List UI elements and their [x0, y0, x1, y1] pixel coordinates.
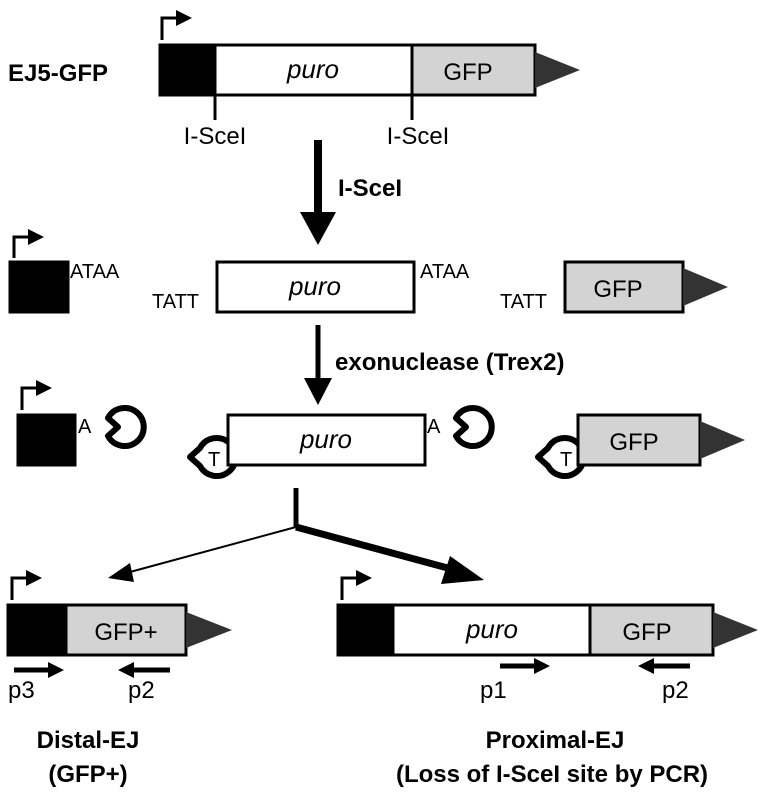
gfp-tip-icon: [683, 268, 728, 306]
primer-p2-label: p2: [128, 677, 155, 704]
primer-p1-label: p1: [480, 677, 507, 704]
promoter-arrowhead-icon: [176, 10, 192, 26]
promoter-arrowhead-icon: [26, 570, 42, 586]
puro-box: [213, 43, 414, 97]
promoter-arrow-icon: [160, 16, 178, 40]
proximal-product: puro GFP p1 p2 Proximal-EJ (Loss of I-Sc…: [336, 570, 758, 788]
arrow-step2-head-icon: [304, 378, 332, 405]
end-a2: A: [427, 416, 441, 438]
primer-p2-head-icon: [118, 662, 134, 678]
overhang-right-bottom: TATT: [500, 291, 547, 313]
exo-construct: A T puro A T GFP: [16, 380, 745, 479]
gfp-tip-icon: [535, 52, 580, 88]
arrow-step1: I-SceI: [300, 140, 402, 245]
site-label-right: I-SceI: [387, 123, 450, 150]
proximal-subtitle: (Loss of I-SceI site by PCR): [396, 761, 708, 788]
promoter-arrow-icon: [10, 576, 28, 600]
end-t2: T: [560, 449, 572, 471]
arrow-step2: exonuclease (Trex2): [304, 325, 564, 405]
promoter-arrowhead-icon: [28, 229, 44, 245]
overhang-left-bottom: TATT: [152, 291, 199, 313]
promoter-arrow-icon: [12, 235, 30, 258]
promoter-arrow-icon: [20, 386, 38, 410]
primer-p3-head-icon: [48, 662, 64, 678]
gfp-label: GFP: [622, 619, 671, 646]
promoter-box: [16, 413, 77, 467]
promoter-box: [6, 603, 68, 657]
gfp-tip-icon: [186, 612, 232, 648]
construct-name: EJ5-GFP: [8, 60, 108, 87]
promoter-box: [158, 43, 217, 97]
cut-construct: ATAA TATT puro ATAA TATT GFP: [8, 229, 728, 314]
proximal-title: Proximal-EJ: [486, 727, 625, 754]
distal-title: Distal-EJ: [37, 727, 140, 754]
trex2-enzyme-icon: [105, 405, 147, 449]
arrow-step1-head-icon: [300, 212, 336, 245]
puro-box: [226, 413, 427, 467]
trex2-enzyme-icon: [453, 405, 495, 449]
step2-label: exonuclease (Trex2): [335, 349, 564, 376]
gfp-box: [588, 603, 715, 657]
puro-label: puro: [286, 54, 339, 84]
gfp-box: [576, 413, 702, 467]
primer-p2-head-icon: [638, 658, 654, 674]
puro-label: puro: [288, 271, 341, 301]
branch-distal-head-icon: [108, 563, 134, 582]
branch-proximal-shaft: [295, 523, 456, 574]
promoter-arrowhead-icon: [356, 570, 372, 586]
primer-p1-head-icon: [534, 658, 550, 674]
puro-box: [215, 260, 416, 314]
branch-distal-shaft: [129, 526, 297, 573]
ej5-construct: puro GFP EJ5-GFP I-SceI I-SceI: [8, 10, 580, 150]
distal-subtitle: (GFP+): [48, 761, 127, 788]
overhang-left-top: ATAA: [70, 261, 120, 283]
gfp-label: GFP: [609, 429, 658, 456]
gfp-tip-icon: [700, 421, 745, 459]
overhang-right-top: ATAA: [420, 261, 470, 283]
branch-arrows: [108, 488, 484, 584]
gfp-label: GFP: [593, 276, 642, 303]
branch-proximal-head-icon: [441, 556, 484, 584]
promoter-arrow-icon: [340, 576, 358, 600]
puro-label: puro: [465, 614, 518, 644]
primer-p2-label: p2: [662, 677, 689, 704]
gfp-box: [410, 43, 537, 97]
promoter-box: [336, 603, 395, 657]
site-label-left: I-SceI: [184, 123, 247, 150]
primer-p3-label: p3: [8, 677, 35, 704]
puro-label: puro: [299, 424, 352, 454]
gfp-plus-label: GFP+: [94, 619, 157, 646]
distal-product: GFP+ p3 p2 Distal-EJ (GFP+): [6, 570, 232, 788]
gfp-tip-icon: [713, 612, 758, 648]
gfp-box: [563, 260, 685, 314]
gfp-label: GFP: [443, 59, 492, 86]
step1-label: I-SceI: [338, 175, 402, 202]
end-a1: A: [78, 416, 92, 438]
promoter-arrowhead-icon: [36, 380, 52, 396]
promoter-box: [8, 260, 70, 314]
end-t1: T: [208, 449, 220, 471]
